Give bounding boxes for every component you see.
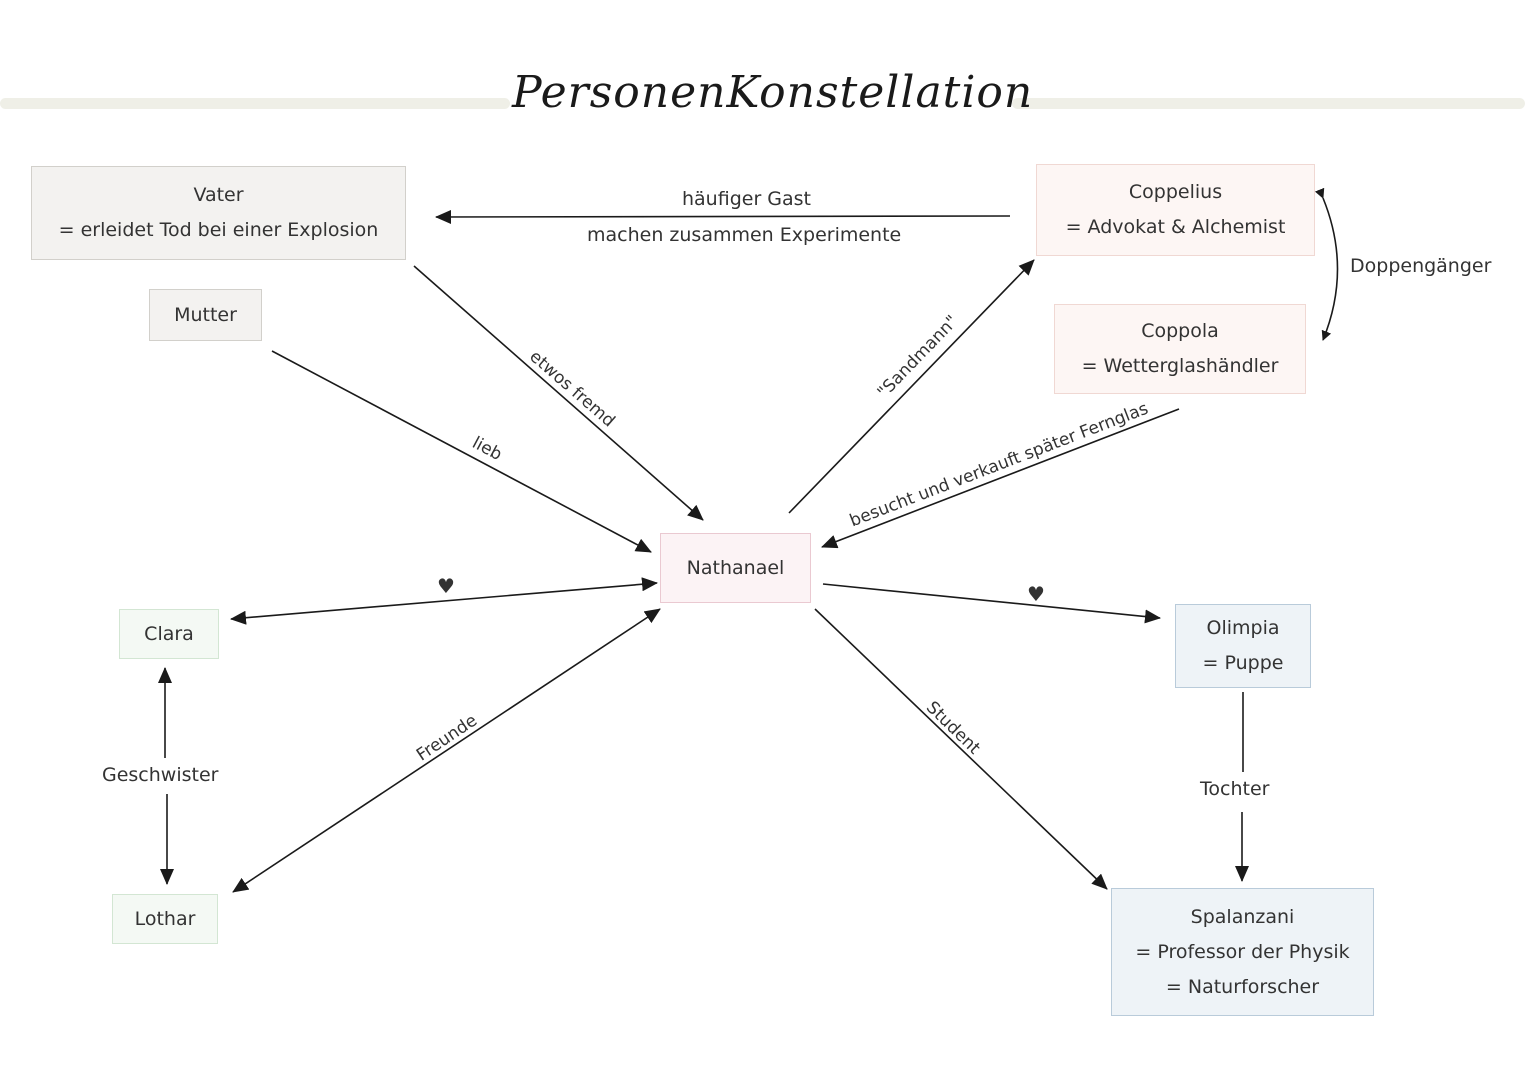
node-clara: Clara: [119, 609, 219, 659]
node-vater: Vater = erleidet Tod bei einer Explosion: [31, 166, 406, 260]
edge-coppelius-coppola: [1314, 187, 1339, 341]
node-mutter-name: Mutter: [174, 303, 237, 326]
node-coppelius-desc: = Advokat & Alchemist: [1065, 216, 1286, 238]
node-lothar-name: Lothar: [134, 907, 196, 930]
node-olimpia-desc: = Puppe: [1202, 652, 1284, 674]
node-vater-desc: = erleidet Tod bei einer Explosion: [58, 219, 379, 241]
edge-nathanael-coppelius: [788, 259, 1035, 514]
node-lothar: Lothar: [112, 894, 218, 944]
edge-label-experimente: machen zusammen Experimente: [587, 224, 902, 246]
title-rule-right: [1012, 98, 1525, 109]
node-spalanzani-desc1: = Professor der Physik: [1135, 940, 1350, 963]
node-coppola-name: Coppola: [1141, 320, 1219, 342]
node-olimpia-name: Olimpia: [1206, 617, 1280, 639]
edge-label-tochter: Tochter: [1200, 778, 1270, 800]
edge-label-geschwister: Geschwister: [102, 764, 219, 786]
node-vater-name: Vater: [193, 184, 244, 206]
edge-nathanael-olimpia: [822, 583, 1161, 624]
heart-icon-olimpia: ♥: [1027, 582, 1045, 606]
node-olimpia: Olimpia = Puppe: [1175, 604, 1311, 688]
title-rule-left: [0, 98, 510, 109]
node-spalanzani-desc2: = Naturforscher: [1165, 975, 1320, 998]
node-spalanzani-name: Spalanzani: [1190, 905, 1295, 928]
edge-nathanael-spalanzani: [814, 608, 1108, 890]
edge-coppelius-vater: [435, 209, 1011, 224]
page-title: PersonenKonstellation: [512, 67, 1034, 118]
node-mutter: Mutter: [149, 289, 262, 341]
edge-mutter-nathanael: [271, 350, 652, 553]
node-spalanzani: Spalanzani = Professor der Physik = Natu…: [1111, 888, 1374, 1016]
edge-coppola-nathanael: [821, 408, 1180, 549]
node-nathanael-name: Nathanael: [686, 556, 785, 579]
node-coppola-desc: = Wetterglashändler: [1081, 355, 1279, 377]
node-nathanael: Nathanael: [660, 533, 811, 603]
edge-vater-nathanael: [413, 265, 704, 521]
edge-nathanael-lothar: [232, 608, 661, 893]
node-coppola: Coppola = Wetterglashändler: [1054, 304, 1306, 394]
edge-label-doppelgaenger: Doppengänger: [1350, 255, 1492, 277]
heart-icon-clara: ♥: [437, 574, 455, 598]
node-clara-name: Clara: [144, 622, 194, 645]
node-coppelius: Coppelius = Advokat & Alchemist: [1036, 164, 1315, 256]
node-coppelius-name: Coppelius: [1128, 181, 1223, 203]
edge-label-haeufiger-gast: häufiger Gast: [682, 188, 812, 210]
